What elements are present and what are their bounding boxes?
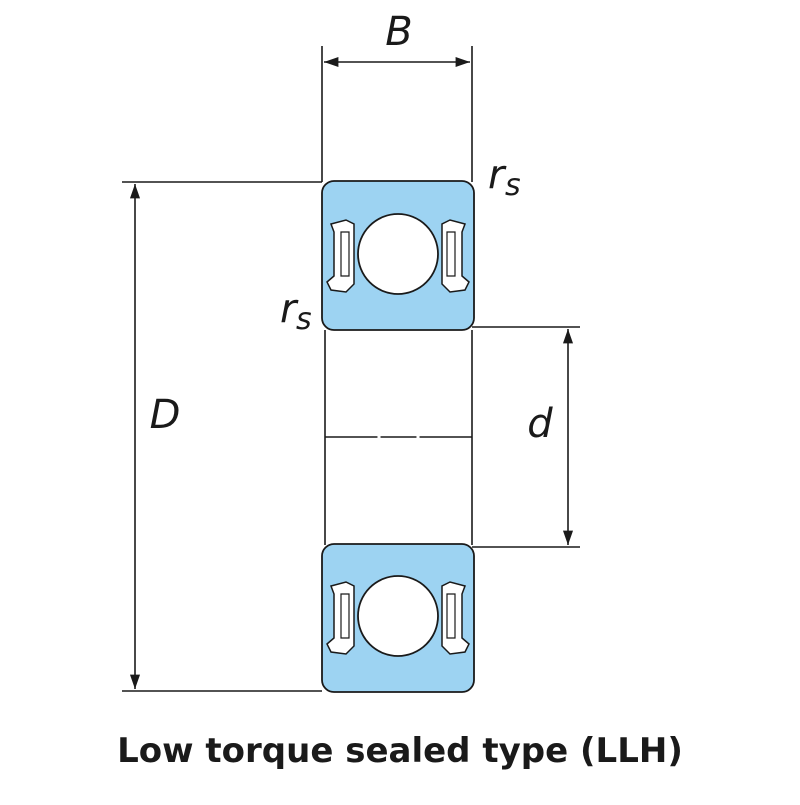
ball-bottom	[357, 575, 439, 657]
chamfer-label-left: r s	[280, 286, 312, 337]
dimension-b: B	[321, 9, 473, 182]
bearing-body	[324, 330, 473, 545]
label-bore-d: d	[527, 401, 553, 447]
seal-right-top	[441, 219, 470, 293]
dimension-outer-d: D	[122, 181, 322, 692]
bearing-section-bottom	[321, 543, 475, 693]
center-line-gap-b	[416, 435, 420, 439]
chamfer-label-left-r: r	[280, 286, 299, 332]
chamfer-label-top-r: r	[488, 152, 507, 198]
label-b: B	[385, 9, 412, 55]
diagram-caption: Low torque sealed type (LLH)	[117, 731, 683, 771]
chamfer-label-top-sub: s	[505, 168, 521, 203]
ball-top	[357, 213, 439, 295]
bearing-section-top	[321, 180, 475, 331]
seal-left-top	[326, 219, 355, 293]
dimension-bore-d: d	[472, 326, 580, 548]
chamfer-label-left-sub: s	[296, 302, 312, 337]
label-outer-d: D	[150, 392, 181, 438]
center-line-gap-a	[377, 435, 381, 439]
seal-right-bottom	[441, 581, 470, 655]
seal-left-bottom	[326, 581, 355, 655]
chamfer-label-top: r s	[488, 152, 521, 203]
